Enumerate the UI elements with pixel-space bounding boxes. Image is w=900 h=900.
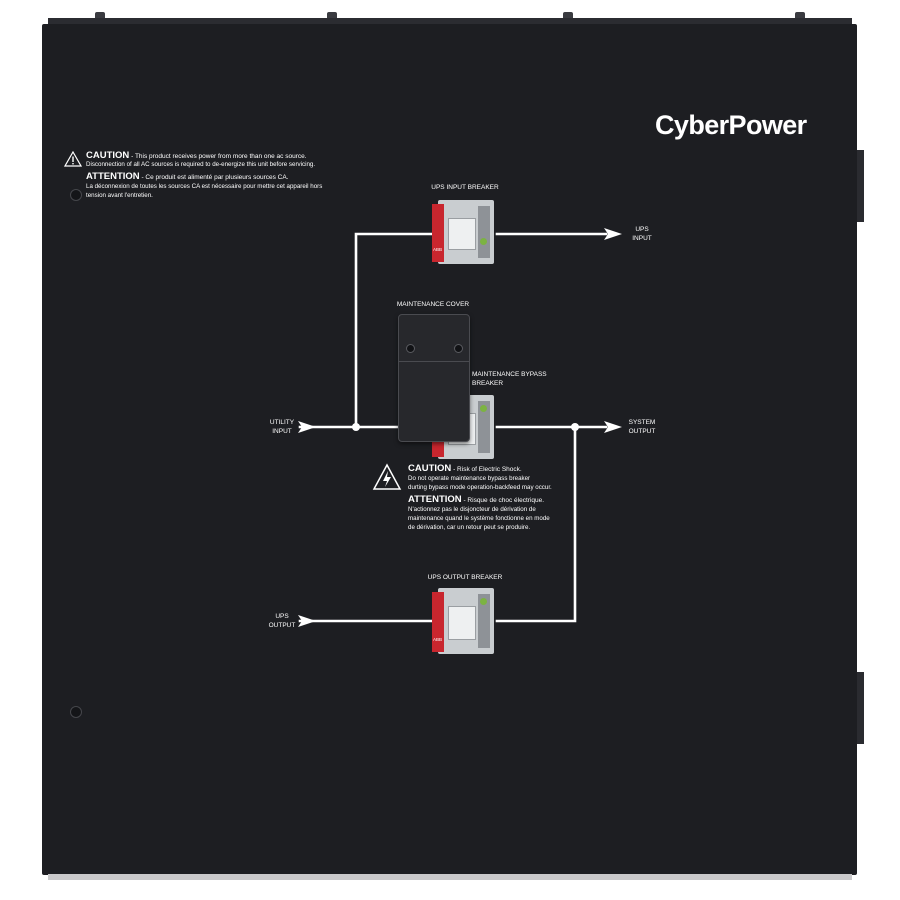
breaker-toggle — [448, 606, 476, 640]
caution-text: - This product receives power from more … — [129, 153, 307, 160]
attention-word: ATTENTION — [86, 171, 140, 182]
top-caution-heading: CAUTION - This product receives power fr… — [86, 150, 307, 162]
mid-caution-heading: CAUTION - Risk of Electric Shock. — [408, 463, 522, 475]
ups-output-breaker[interactable]: ABB — [432, 588, 494, 654]
attention-text: - Ce produit est alimenté par plusieurs … — [139, 174, 289, 181]
panel-shadow — [48, 874, 852, 880]
breaker-indicator — [480, 405, 487, 412]
breaker-red-cap — [432, 592, 444, 652]
ups-output-label-2: OUTPUT — [268, 622, 296, 629]
mid-caution-line2: Do not operate maintenance bypass breake… — [408, 475, 531, 482]
ups-input-label-1: UPS — [635, 226, 649, 233]
cover-fold — [399, 361, 469, 362]
mid-attention-line3: maintenance quand le système fonctionne … — [408, 515, 550, 522]
screw-icon — [70, 189, 82, 201]
ups-input-breaker-label: UPS INPUT BREAKER — [431, 184, 499, 191]
caution-word: CAUTION — [86, 150, 130, 161]
breaker-mark: ABB — [433, 247, 443, 252]
electric-shock-warning-icon — [372, 463, 402, 490]
breaker-red-cap — [432, 204, 444, 262]
breaker-terminal — [478, 206, 490, 258]
breaker-toggle — [448, 218, 476, 250]
breaker-indicator — [480, 238, 487, 245]
mid-attention-line2: N'actionnez pas le disjoncteur de dériva… — [408, 506, 536, 513]
mid-attention-heading: ATTENTION - Risque de choc électrique. — [408, 494, 544, 506]
ups-output-label-1: UPS — [275, 613, 289, 620]
breaker-terminal — [478, 401, 490, 453]
warning-icon — [64, 151, 82, 167]
cover-screw-icon — [454, 344, 463, 353]
breaker-terminal — [478, 594, 490, 648]
top-attention-heading: ATTENTION - Ce produit est alimenté par … — [86, 171, 289, 183]
cyberpower-logo: CyberPower — [655, 110, 807, 140]
hinge — [857, 150, 864, 222]
ups-input-label-2: INPUT — [632, 235, 652, 242]
ups-output-breaker-label: UPS OUTPUT BREAKER — [427, 574, 503, 581]
mid-caution-line3: durting bypass mode operation-backfeed m… — [408, 484, 552, 491]
utility-input-label-2: INPUT — [272, 428, 292, 435]
arrow-icon — [604, 421, 622, 433]
attention-word: ATTENTION — [408, 494, 462, 505]
arrow-icon — [298, 421, 316, 433]
maintenance-cover[interactable] — [398, 314, 470, 442]
mid-attention-line4: de dérivation, car un retour peut se pro… — [408, 524, 531, 531]
screw-icon — [70, 706, 82, 718]
maintenance-bypass-label-1: MAINTENANCE BYPASS — [472, 371, 547, 378]
system-output-label-2: OUTPUT — [628, 428, 656, 435]
maintenance-cover-label: MAINTENANCE COVER — [396, 301, 470, 308]
breaker-indicator — [480, 598, 487, 605]
arrow-icon — [298, 615, 316, 627]
breaker-mark: ABB — [433, 637, 443, 642]
top-rail — [48, 18, 852, 25]
caution-text: - Risk of Electric Shock. — [451, 466, 522, 473]
top-attention-line3: tension avant l'entretien. — [86, 192, 153, 199]
system-output-label-1: SYSTEM — [628, 419, 656, 426]
hinge — [857, 672, 864, 744]
top-attention-line2: La déconnexion de toutes les sources CA … — [86, 183, 323, 190]
utility-input-label-1: UTILITY — [269, 419, 295, 426]
attention-text: - Risque de choc électrique. — [461, 497, 545, 504]
caution-word: CAUTION — [408, 463, 452, 474]
ups-input-breaker[interactable]: ABB — [432, 200, 494, 264]
arrow-icon — [604, 228, 622, 240]
top-caution-line2: Disconnection of all AC sources is requi… — [86, 161, 316, 168]
cover-screw-icon — [406, 344, 415, 353]
maintenance-bypass-label-2: BREAKER — [472, 380, 504, 387]
